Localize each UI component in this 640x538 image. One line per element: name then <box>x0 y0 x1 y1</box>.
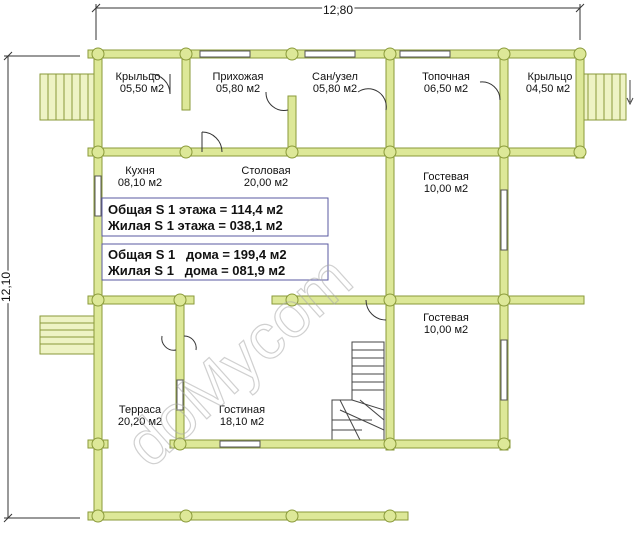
room-area-topochnaya: 06,50 м2 <box>424 83 468 95</box>
room-area-gostevaya-2: 10,00 м2 <box>424 324 468 336</box>
stat-living-house: Жилая S 1 дома = 081,9 м2 <box>107 263 285 278</box>
room-name-gostevaya-1: Гостевая <box>423 171 469 183</box>
railing-arrow-icon <box>626 80 634 106</box>
room-area-kuhnya: 08,10 м2 <box>118 177 162 189</box>
room-labels: Крыльцо 05,50 м2 Прихожая 05,80 м2 Сан/у… <box>116 71 573 428</box>
room-area-san-uzel: 05,80 м2 <box>313 83 357 95</box>
stat-total-floor: Общая S 1 этажа = 114,4 м2 <box>108 202 283 217</box>
interior-stair <box>331 341 385 441</box>
room-name-krylco-left: Крыльцо <box>116 71 161 83</box>
room-area-gostinaya: 18,10 м2 <box>220 416 264 428</box>
room-area-stolovaya: 20,00 м2 <box>244 177 288 189</box>
width-dimension: 12,80 <box>323 3 353 17</box>
room-name-krylco-right: Крыльцо <box>528 71 573 83</box>
room-name-kuhnya: Кухня <box>125 165 154 177</box>
room-name-san-uzel: Сан/узел <box>312 71 358 83</box>
room-area-terrasa: 20,20 м2 <box>118 416 162 428</box>
dimension-lines <box>3 3 585 523</box>
room-area-gostevaya-1: 10,00 м2 <box>424 183 468 195</box>
room-area-krylco-left: 05,50 м2 <box>120 83 164 95</box>
room-name-stolovaya: Столовая <box>241 165 290 177</box>
room-name-terrasa: Терраса <box>119 404 162 416</box>
stat-total-house: Общая S 1 дома = 199,4 м2 <box>108 247 287 262</box>
doors <box>149 73 501 351</box>
room-area-krylco-right: 04,50 м2 <box>526 83 570 95</box>
room-area-prihozhaya: 05,80 м2 <box>216 83 260 95</box>
stat-living-floor: Жилая S 1 этажа = 038,1 м2 <box>107 218 283 233</box>
height-dimension: 12,10 <box>0 272 13 302</box>
steps <box>39 73 627 355</box>
room-name-gostinaya: Гостиная <box>219 404 265 416</box>
wall-joints <box>91 47 587 523</box>
stats-box-house: Общая S 1 дома = 199,4 м2 Жилая S 1 дома… <box>101 243 329 281</box>
windows <box>94 50 508 448</box>
room-name-prihozhaya: Прихожая <box>213 71 264 83</box>
room-name-topochnaya: Топочная <box>422 71 470 83</box>
room-name-gostevaya-2: Гостевая <box>423 312 469 324</box>
stats-box-floor: Общая S 1 этажа = 114,4 м2 Жилая S 1 эта… <box>101 197 329 237</box>
